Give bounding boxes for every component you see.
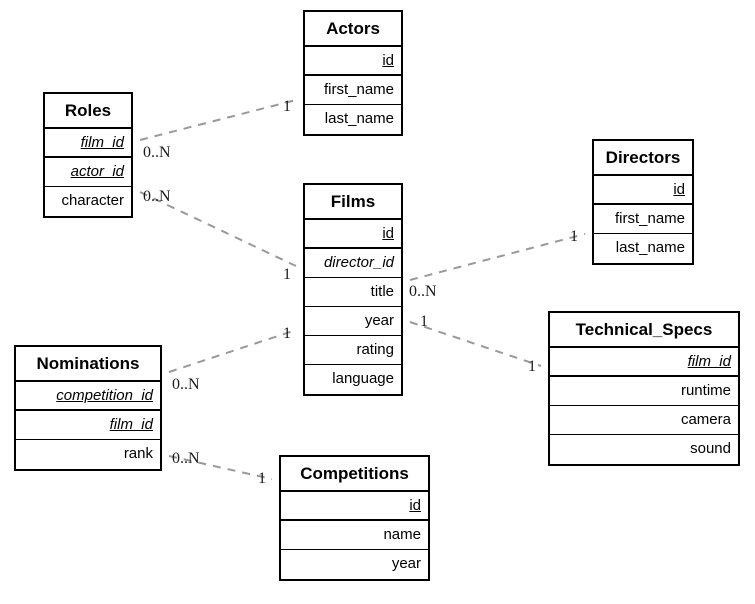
attribute-label: id: [673, 181, 685, 198]
attribute-row[interactable]: camera: [550, 406, 738, 435]
cardinality-nominations-films-source: 0..N: [172, 376, 200, 393]
attribute-row[interactable]: sound: [550, 435, 738, 464]
relationship-line-films-technical_specs: [409, 321, 542, 367]
cardinality-roles-films-source: 0..N: [143, 188, 171, 205]
cardinality-nominations-competitions-target: 1: [258, 470, 266, 487]
attribute-row[interactable]: rank: [16, 440, 160, 469]
attribute-label: film_id: [109, 416, 153, 433]
attribute-label: rating: [356, 341, 394, 358]
attribute-label: id: [409, 497, 421, 514]
attribute-label: camera: [680, 411, 731, 428]
attribute-row[interactable]: first_name: [305, 76, 401, 105]
attribute-label: id: [382, 225, 394, 242]
attribute-row[interactable]: competition_id: [16, 382, 160, 411]
cardinality-films-directors-target: 1: [570, 228, 578, 245]
relationship-line-roles-actors: [139, 99, 297, 141]
attribute-row[interactable]: runtime: [550, 377, 738, 406]
attribute-label: sound: [690, 440, 731, 457]
cardinality-films-directors-source: 0..N: [409, 283, 437, 300]
entity-roles[interactable]: Roles film_id actor_id character: [43, 92, 133, 218]
cardinality-nominations-competitions-source: 0..N: [172, 450, 200, 467]
attribute-row[interactable]: id: [281, 492, 428, 521]
entity-actors[interactable]: Actors id first_name last_name: [303, 10, 403, 136]
attribute-label: first_name: [614, 210, 685, 227]
entity-title-nominations: Nominations: [16, 347, 160, 382]
cardinality-nominations-films-target: 1: [283, 325, 291, 342]
attribute-row[interactable]: id: [305, 220, 401, 249]
attribute-label: name: [383, 526, 421, 543]
attribute-row[interactable]: id: [305, 47, 401, 76]
attribute-row[interactable]: film_id: [550, 348, 738, 377]
attribute-row[interactable]: first_name: [594, 205, 692, 234]
attribute-label: year: [391, 555, 421, 572]
entity-directors[interactable]: Directors id first_name last_name: [592, 139, 694, 265]
attribute-row[interactable]: actor_id: [45, 158, 131, 187]
attribute-label: rank: [123, 445, 153, 462]
attribute-row[interactable]: last_name: [594, 234, 692, 263]
cardinality-films-technical_specs-target: 1: [528, 358, 536, 375]
entity-title-roles: Roles: [45, 94, 131, 129]
attribute-label: character: [61, 192, 124, 209]
attribute-label: film_id: [80, 134, 124, 151]
attribute-row[interactable]: language: [305, 365, 401, 394]
attribute-label: film_id: [687, 353, 731, 370]
attribute-row[interactable]: id: [594, 176, 692, 205]
attribute-label: runtime: [680, 382, 731, 399]
attribute-label: last_name: [324, 110, 394, 127]
entity-title-films: Films: [305, 185, 401, 220]
attribute-row[interactable]: title: [305, 278, 401, 307]
cardinality-roles-actors-source: 0..N: [143, 144, 171, 161]
attribute-row[interactable]: film_id: [45, 129, 131, 158]
attribute-row[interactable]: film_id: [16, 411, 160, 440]
cardinality-roles-films-target: 1: [283, 266, 291, 283]
attribute-row[interactable]: year: [281, 550, 428, 579]
entity-title-competitions: Competitions: [281, 457, 428, 492]
attribute-label: language: [332, 370, 394, 387]
attribute-row[interactable]: character: [45, 187, 131, 216]
entity-competitions[interactable]: Competitions id name year: [279, 455, 430, 581]
attribute-label: actor_id: [70, 163, 124, 180]
cardinality-films-technical_specs-source: 1: [420, 313, 428, 330]
relationship-line-nominations-films: [168, 329, 297, 373]
attribute-row[interactable]: name: [281, 521, 428, 550]
attribute-row[interactable]: last_name: [305, 105, 401, 134]
attribute-label: id: [382, 52, 394, 69]
attribute-label: competition_id: [56, 387, 153, 404]
relationship-line-films-directors: [409, 233, 586, 281]
attribute-label: year: [364, 312, 394, 329]
cardinality-roles-actors-target: 1: [283, 98, 291, 115]
attribute-row[interactable]: director_id: [305, 249, 401, 278]
attribute-label: director_id: [323, 254, 394, 271]
entity-title-actors: Actors: [305, 12, 401, 47]
attribute-label: last_name: [615, 239, 685, 256]
attribute-row[interactable]: rating: [305, 336, 401, 365]
attribute-label: first_name: [323, 81, 394, 98]
attribute-row[interactable]: year: [305, 307, 401, 336]
entity-title-technical_specs: Technical_Specs: [550, 313, 738, 348]
attribute-label: title: [370, 283, 394, 300]
entity-title-directors: Directors: [594, 141, 692, 176]
